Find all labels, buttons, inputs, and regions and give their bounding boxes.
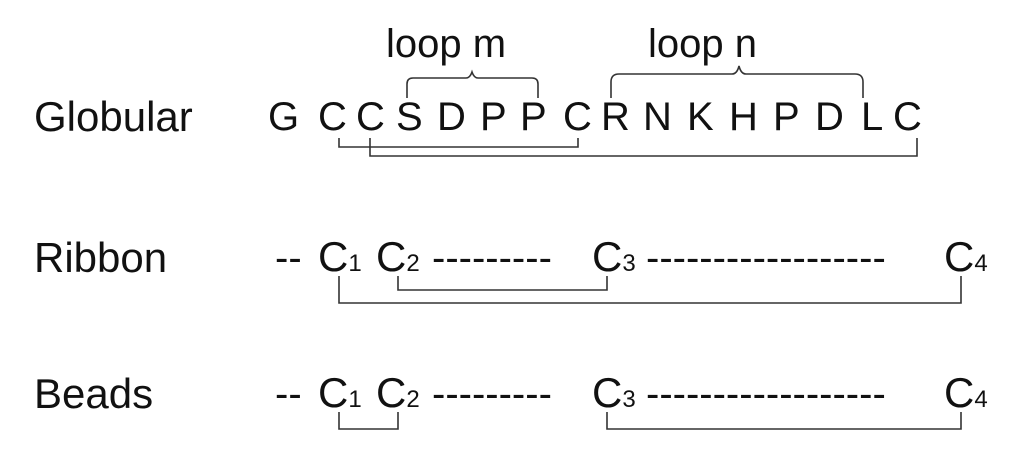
ribbon-c1: C1 [318,233,362,280]
residue: D [437,95,466,139]
ribbon-bond-c1-c4 [338,276,962,304]
ribbon-dash-long: ------------------ [646,236,886,280]
residue: K [687,95,714,139]
globular-bond-c2-c4 [369,138,918,157]
beads-dash-long: ------------------ [646,372,886,416]
beads-dash-short: --------- [432,372,552,416]
loop-n-label: loop n [648,22,757,66]
ribbon-lead-dash: -- [275,236,302,280]
residue: C [356,95,385,139]
residue: G [268,95,300,139]
beads-bond-c1-c2 [338,412,399,430]
loop-m-label: loop m [386,22,507,66]
ribbon-dash-short: --------- [432,236,552,280]
beads-c2: C2 [376,369,420,416]
ribbon-bond-c2-c3 [397,276,608,291]
beads-bond-c3-c4 [606,412,962,430]
residue: N [643,95,672,139]
residue: P [773,95,800,139]
label-ribbon: Ribbon [34,234,168,281]
residue: C [318,95,347,139]
beads-lead-dash: -- [275,372,302,416]
residue: C [893,95,922,139]
residue: C [563,95,592,139]
residue: L [861,95,884,139]
residue: R [601,95,630,139]
residue: H [729,95,758,139]
ribbon-c4: C4 [944,233,988,280]
globular-bond-c1-c3 [338,138,579,148]
beads-c1: C1 [318,369,362,416]
label-globular: Globular [34,93,193,140]
beads-c3: C3 [592,369,636,416]
ribbon-c2: C2 [376,233,420,280]
residue: P [520,95,547,139]
residue: P [480,95,507,139]
label-beads: Beads [34,370,154,417]
residue: S [396,95,423,139]
residue: D [815,95,844,139]
loop-n-brace [610,65,864,98]
beads-c4: C4 [944,369,988,416]
loop-m-brace [406,69,539,98]
ribbon-c3: C3 [592,233,636,280]
